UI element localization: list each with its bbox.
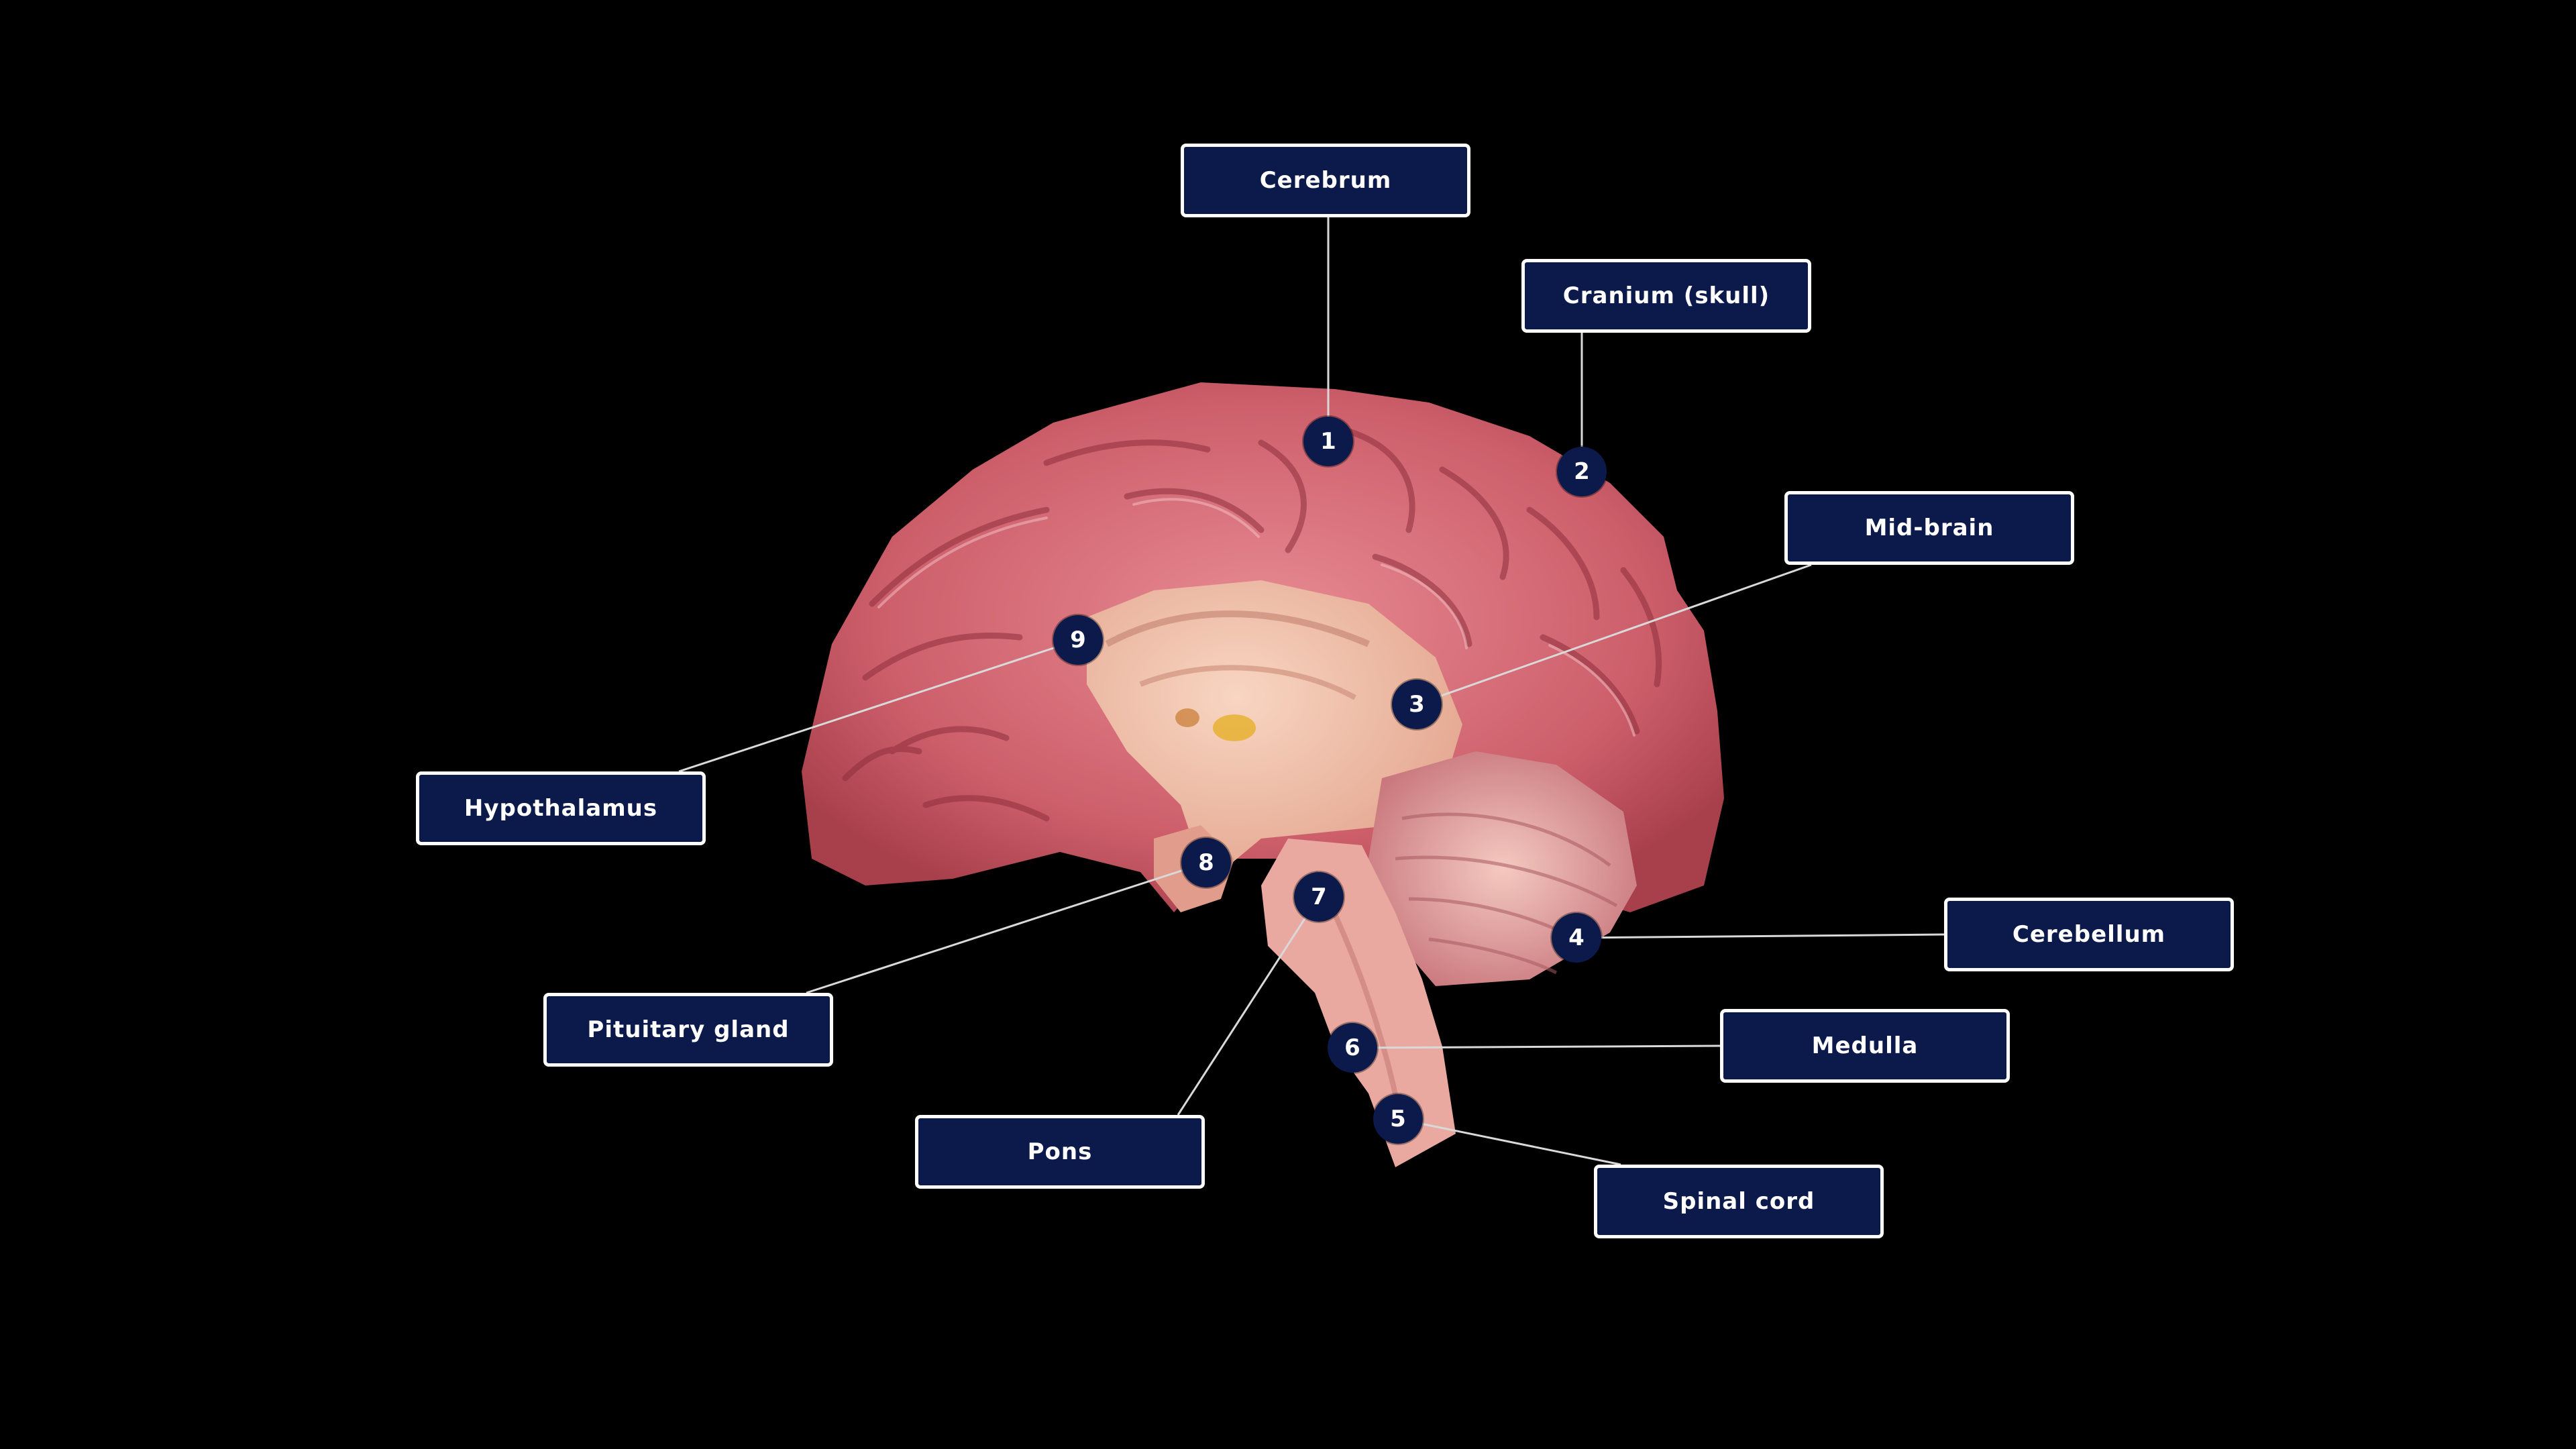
label-text: Cranium (skull) [1562, 282, 1770, 309]
label-text: Cerebrum [1259, 167, 1392, 194]
connector-line [1177, 896, 1320, 1116]
connector-line [1397, 1118, 1621, 1166]
connector-line [1352, 1044, 1721, 1049]
number-marker: 2 [1557, 447, 1607, 496]
gyri-folds [842, 426, 1662, 822]
label-box: Hypothalamus [416, 771, 706, 845]
label-box: Mid-brain [1784, 491, 2074, 565]
inner-structures [1087, 580, 1462, 872]
number-marker: 5 [1373, 1094, 1423, 1144]
brainstem-shape [1261, 839, 1456, 1167]
number-marker: 4 [1552, 913, 1601, 963]
label-box: Cranium (skull) [1521, 259, 1811, 333]
connector-line [1416, 564, 1812, 706]
label-box: Pons [915, 1115, 1205, 1189]
label-text: Pituitary gland [587, 1016, 790, 1043]
number-marker: 9 [1053, 615, 1103, 665]
label-text: Cerebellum [2012, 921, 2166, 948]
label-box: Medulla [1720, 1009, 2010, 1083]
connector-line [806, 861, 1207, 994]
number-marker: 3 [1392, 680, 1442, 729]
number-marker: 1 [1303, 417, 1353, 466]
label-box: Cerebellum [1944, 898, 2234, 971]
label-text: Spinal cord [1662, 1188, 1815, 1215]
label-text: Mid-brain [1864, 515, 1994, 541]
number-marker: 8 [1181, 838, 1231, 888]
label-box: Spinal cord [1594, 1165, 1884, 1238]
number-marker: 7 [1294, 872, 1344, 922]
connector-line [1576, 933, 1945, 939]
number-marker: 6 [1328, 1023, 1377, 1073]
label-box: Cerebrum [1181, 144, 1470, 217]
connector-line [678, 639, 1079, 773]
label-box: Pituitary gland [543, 993, 833, 1067]
thalamus-highlight [1213, 714, 1256, 741]
label-text: Hypothalamus [464, 795, 658, 822]
label-text: Pons [1027, 1138, 1093, 1165]
label-text: Medulla [1811, 1032, 1919, 1059]
